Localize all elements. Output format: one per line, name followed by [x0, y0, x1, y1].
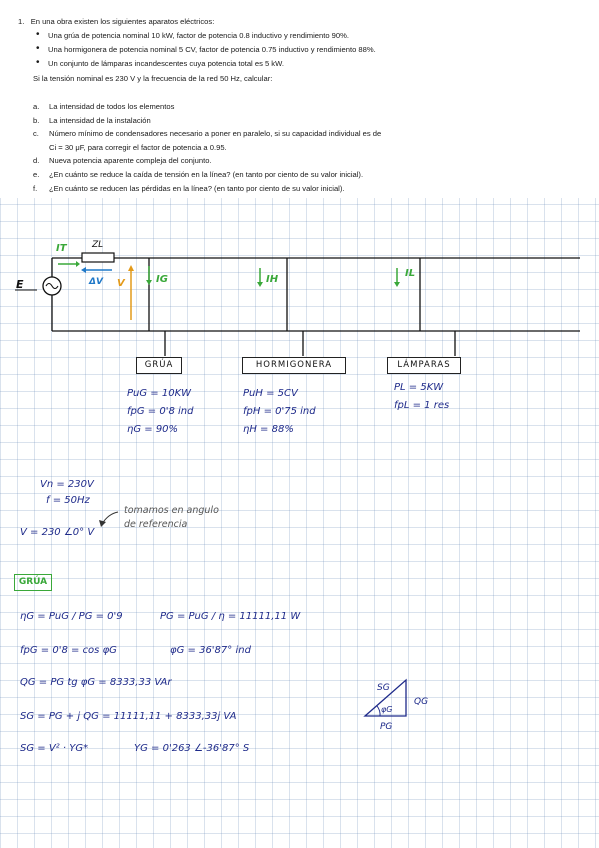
- task-item: b. La intensidad de la instalación: [33, 115, 381, 129]
- task-text: ¿En cuánto se reduce la caída de tensión…: [49, 169, 364, 179]
- source-label: E: [16, 278, 24, 291]
- grua-efficiency: ηG = 90%: [127, 424, 179, 435]
- current-total-label: IT: [56, 243, 67, 254]
- line-impedance-icon: [81, 252, 115, 263]
- grua-eq-admittance-def: SG = V² · YG*: [20, 743, 89, 754]
- triangle-side-label: QG: [414, 697, 429, 707]
- task-letter: f.: [33, 183, 38, 193]
- grua-eq-reactive: QG = PG tg φG = 8333,33 VAr: [20, 677, 172, 688]
- given-voltage: Vn = 230V: [40, 479, 94, 490]
- task-letter: a.: [33, 102, 40, 111]
- grua-eq-pf: fpG = 0'8 = cos φG: [20, 645, 117, 656]
- question-intro-text: En una obra existen los siguientes apara…: [30, 17, 215, 26]
- device-list: Una grúa de potencia nominal 10 kW, fact…: [36, 29, 376, 72]
- lamp-pf: fpL = 1 res: [394, 400, 450, 411]
- lamp-power: PL = 5KW: [394, 382, 444, 393]
- grua-power: PuG = 10KW: [127, 388, 192, 399]
- task-item: f. ¿En cuánto se reducen las pérdidas en …: [33, 183, 381, 197]
- grua-eq-admittance: YG = 0'263 ∠-36'87° S: [134, 743, 250, 754]
- question-intro: 1. En una obra existen los siguientes ap…: [18, 16, 214, 27]
- voltage-label: V: [117, 278, 125, 289]
- task-item: d. Nueva potencia aparente compleja del c…: [33, 155, 381, 169]
- reference-note-2: de referencia: [124, 519, 188, 530]
- condition-text: Si la tensión nominal es 230 V y la frec…: [33, 74, 273, 83]
- sine-icon: [45, 282, 59, 290]
- triangle-angle-label: φG: [381, 705, 393, 714]
- section-heading-grua: GRÚA: [14, 574, 52, 591]
- task-text: Nueva potencia aparente compleja del con…: [49, 156, 212, 166]
- triangle-hyp-label: SG: [377, 683, 390, 693]
- load-box-lamparas: LÁMPARAS: [387, 357, 461, 374]
- task-list: a. La intensidad de todos los elementos b…: [33, 101, 381, 196]
- given-voltage-phasor: V = 230 ∠0° V: [20, 527, 95, 538]
- device-item: Una hormigonera de potencia nominal 5 CV…: [36, 43, 376, 58]
- horm-power: PuH = 5CV: [243, 388, 298, 399]
- grua-eq-power: PG = PuG / η = 11111,11 W: [160, 611, 301, 622]
- task-item-continuation: Ci = 30 μF, para corregir el factor de p…: [33, 142, 381, 156]
- task-text: Ci = 30 μF, para corregir el factor de p…: [49, 142, 227, 152]
- task-letter: c.: [33, 129, 39, 139]
- task-text: Número mínimo de condensadores necesario…: [49, 129, 382, 139]
- load-box-hormigonera: HORMIGONERA: [242, 357, 346, 374]
- current-grua-label: IG: [156, 274, 168, 285]
- grua-eq-angle: φG = 36'87° ind: [170, 645, 251, 656]
- grua-pf: fpG = 0'8 ind: [127, 406, 194, 417]
- device-item: Una grúa de potencia nominal 10 kW, fact…: [36, 29, 376, 44]
- grua-eq-efficiency: ηG = PuG / PG = 0'9: [20, 611, 123, 622]
- problem-statement: 1. En una obra existen los siguientes ap…: [0, 0, 599, 198]
- task-item: e. ¿En cuánto se reduce la caída de tensi…: [33, 169, 381, 183]
- reference-note-1: tomamos en angulo: [124, 505, 219, 516]
- grua-eq-apparent: SG = PG + j QG = 11111,11 + 8333,33j VA: [20, 711, 237, 722]
- task-letter: b.: [33, 115, 40, 125]
- triangle-base-label: PG: [380, 722, 393, 732]
- line-impedance-label: ZL: [92, 240, 104, 250]
- question-number: 1.: [18, 17, 25, 26]
- task-letter: d.: [33, 156, 40, 166]
- device-item: Un conjunto de lámparas incandescentes c…: [36, 57, 376, 72]
- horm-pf: fpH = 0'75 ind: [243, 406, 316, 417]
- current-horm-label: IH: [266, 274, 279, 285]
- task-text: ¿En cuánto se reducen las pérdidas en la…: [49, 183, 345, 193]
- voltage-drop-label: ΔV: [89, 277, 103, 287]
- given-frequency: f = 50Hz: [46, 495, 90, 506]
- load-box-grua: GRÚA: [136, 357, 182, 374]
- power-triangle: [363, 678, 407, 717]
- horm-efficiency: ηH = 88%: [243, 424, 294, 435]
- task-item: c. Número mínimo de condensadores necesar…: [33, 128, 381, 142]
- task-item: a. La intensidad de todos los elementos: [33, 101, 381, 115]
- task-text: La intensidad de todos los elementos: [49, 102, 175, 111]
- task-letter: e.: [33, 169, 40, 179]
- task-text: La intensidad de la instalación: [49, 115, 151, 125]
- current-lamp-label: IL: [405, 268, 416, 279]
